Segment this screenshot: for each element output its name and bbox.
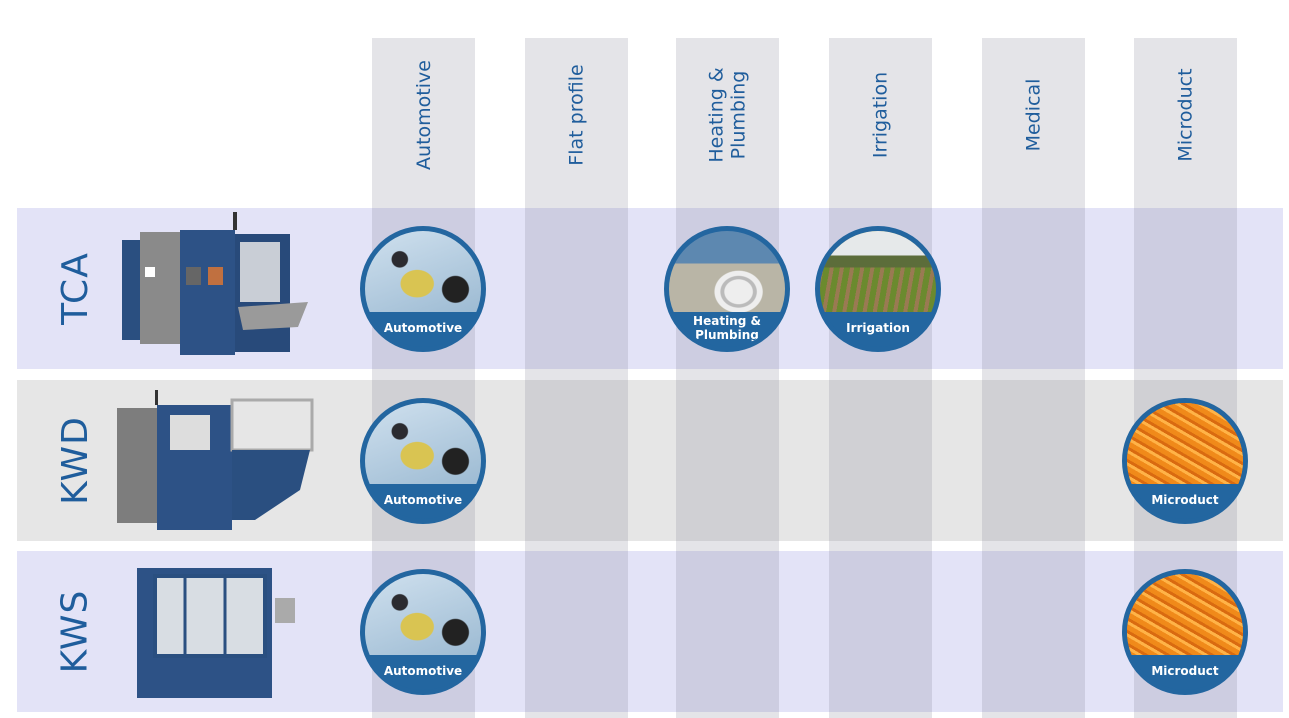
automotive-image (365, 574, 481, 656)
badge-label: Microduct (1151, 663, 1219, 678)
badge-label: Microduct (1151, 492, 1219, 507)
badge-tca-heating-plumbing: Heating & Plumbing (664, 226, 790, 352)
column-medical (982, 38, 1085, 718)
column-header-irrigation: Irrigation (829, 40, 932, 190)
badge-label: Heating & Plumbing (693, 313, 761, 342)
column-header-label: Medical (1022, 78, 1045, 152)
column-header-flat-profile: Flat profile (525, 40, 628, 190)
column-header-microduct: Microduct (1134, 40, 1237, 190)
column-header-label: Flat profile (565, 64, 588, 166)
row-label-tca: TCA (40, 208, 110, 369)
microduct-image (1127, 403, 1243, 485)
column-flat-profile (525, 38, 628, 718)
row-label-text: KWS (54, 589, 96, 674)
row-label-text: KWD (54, 416, 96, 505)
badge-kwd-automotive: Automotive (360, 398, 486, 524)
column-heating-plumbing (676, 38, 779, 718)
column-header-label: Automotive (412, 60, 435, 170)
badge-kwd-microduct: Microduct (1122, 398, 1248, 524)
column-header-medical: Medical (982, 40, 1085, 190)
badge-kws-microduct: Microduct (1122, 569, 1248, 695)
badge-label: Automotive (383, 663, 463, 678)
badge-tca-irrigation: Irrigation (815, 226, 941, 352)
irrigation-image (820, 231, 936, 313)
automotive-image (365, 403, 481, 485)
tca-machine-image (122, 212, 308, 355)
column-header-heating-plumbing: Heating & Plumbing (676, 40, 779, 190)
row-label-kwd: KWD (40, 380, 110, 541)
column-header-label: Heating & Plumbing (705, 67, 750, 163)
column-header-label: Microduct (1174, 68, 1197, 162)
badge-label: Irrigation (846, 320, 910, 335)
microduct-image (1127, 574, 1243, 656)
badge-tca-automotive: Automotive (360, 226, 486, 352)
column-header-automotive: Automotive (372, 40, 475, 190)
heating-plumbing-image (669, 231, 785, 313)
column-header-label: Irrigation (869, 71, 892, 159)
badge-label: Automotive (383, 320, 463, 335)
column-irrigation (829, 38, 932, 718)
badge-kws-automotive: Automotive (360, 569, 486, 695)
row-label-kws: KWS (40, 551, 110, 712)
automotive-image (365, 231, 481, 313)
badge-label: Automotive (383, 492, 463, 507)
kws-machine-image (137, 568, 295, 698)
row-label-text: TCA (54, 252, 96, 325)
kwd-machine-image (117, 390, 314, 530)
